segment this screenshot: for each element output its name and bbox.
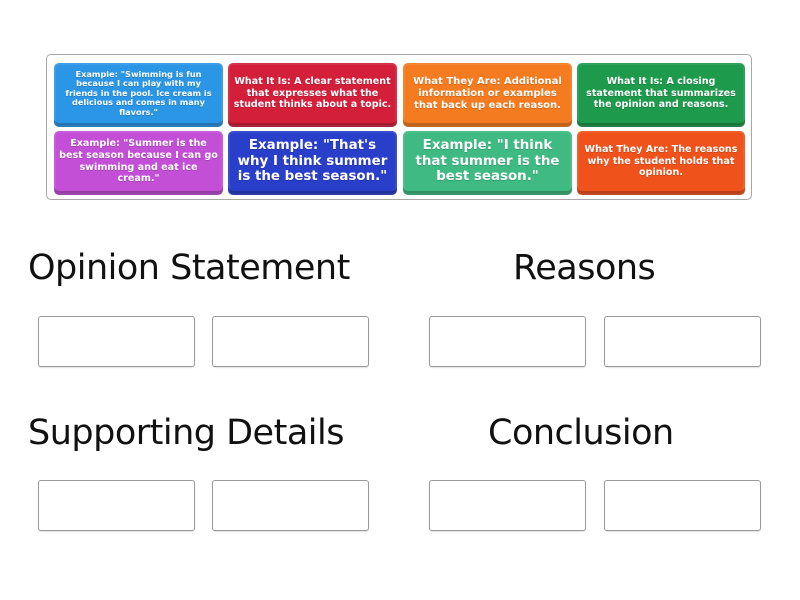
drop-slot[interactable] xyxy=(212,316,369,367)
card-text: Example: "Summer is the best season beca… xyxy=(59,138,218,185)
card-text: Example: "That's why I think summer is t… xyxy=(237,138,388,185)
draggable-card[interactable]: Example: "Summer is the best season beca… xyxy=(54,131,223,195)
drop-slot[interactable] xyxy=(604,316,761,367)
card-tray: Example: "Swimming is fun because I can … xyxy=(46,54,752,200)
card-text: What They Are: The reasons why the stude… xyxy=(584,144,738,179)
drop-slot[interactable] xyxy=(604,480,761,531)
group-heading-supporting-details: Supporting Details xyxy=(28,413,344,453)
draggable-card[interactable]: What They Are: The reasons why the stude… xyxy=(577,131,745,195)
draggable-card[interactable]: What They Are: Additional information or… xyxy=(403,63,572,127)
draggable-card[interactable]: Example: "I think that summer is the bes… xyxy=(403,131,572,195)
draggable-card[interactable]: What It Is: A closing statement that sum… xyxy=(577,63,745,127)
drop-slot[interactable] xyxy=(38,480,195,531)
drop-slot[interactable] xyxy=(212,480,369,531)
drop-slot[interactable] xyxy=(429,316,586,367)
card-text: Example: "I think that summer is the bes… xyxy=(415,138,560,185)
card-text: Example: "Swimming is fun because I can … xyxy=(65,68,212,117)
card-text: What They Are: Additional information or… xyxy=(413,75,562,111)
card-text: What It Is: A closing statement that sum… xyxy=(586,76,736,111)
drop-slot[interactable] xyxy=(429,480,586,531)
group-heading-opinion-statement: Opinion Statement xyxy=(28,248,350,288)
draggable-card[interactable]: Example: "Swimming is fun because I can … xyxy=(54,63,223,127)
group-heading-conclusion: Conclusion xyxy=(488,413,674,453)
draggable-card[interactable]: What It Is: A clear statement that expre… xyxy=(228,63,397,127)
draggable-card[interactable]: Example: "That's why I think summer is t… xyxy=(228,131,397,195)
drop-slot[interactable] xyxy=(38,316,195,367)
card-text: What It Is: A clear statement that expre… xyxy=(233,76,392,111)
group-heading-reasons: Reasons xyxy=(513,248,656,288)
